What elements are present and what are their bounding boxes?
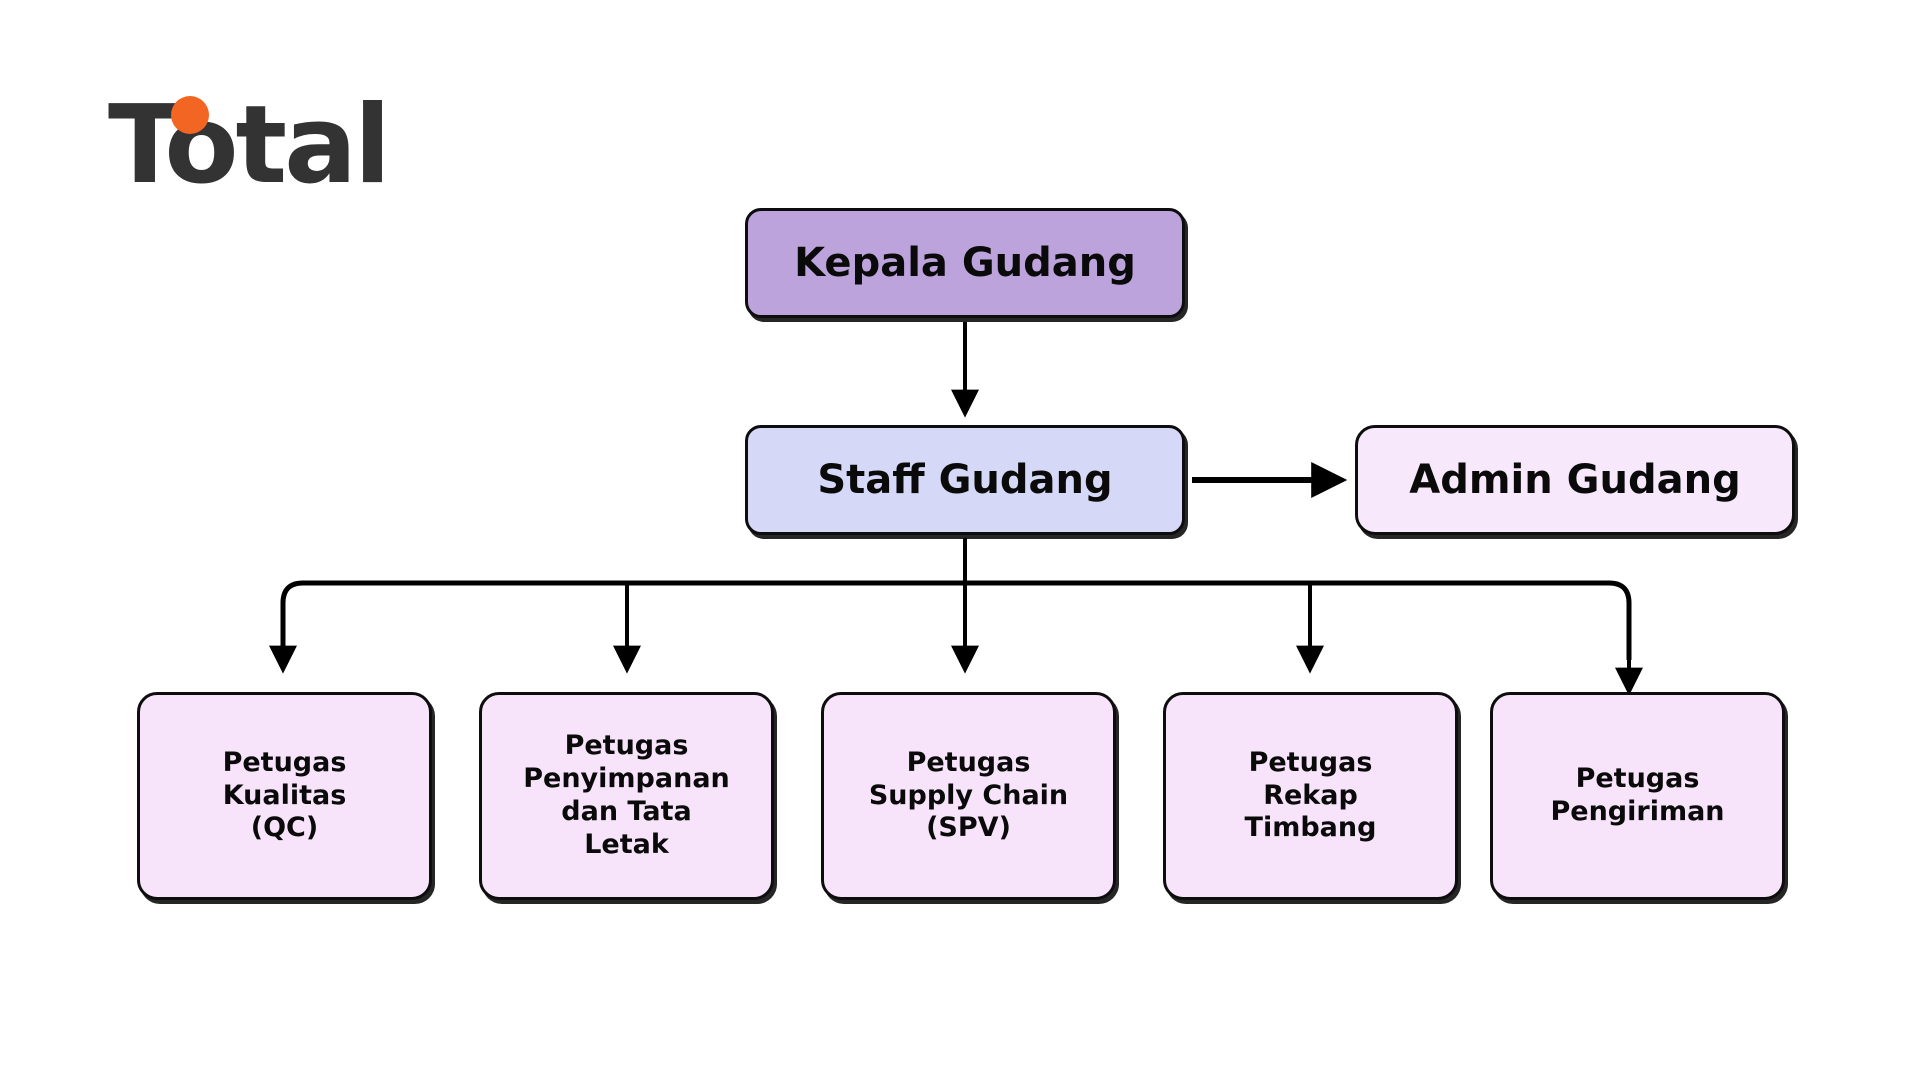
node-staff-gudang[interactable]: Staff Gudang xyxy=(745,425,1185,535)
node-petugas-kualitas-label: Petugas Kualitas (QC) xyxy=(222,746,347,844)
logo-wordmark: Total xyxy=(108,83,391,208)
edge-bus xyxy=(280,580,1632,660)
node-petugas-penyimpanan-label: Petugas Penyimpanan dan Tata Letak xyxy=(523,730,730,860)
node-kepala-gudang-label: Kepala Gudang xyxy=(794,240,1136,286)
total-logo: Total xyxy=(108,92,448,202)
logo-dot-icon xyxy=(171,96,209,134)
node-staff-gudang-label: Staff Gudang xyxy=(817,457,1113,503)
node-petugas-rekap-timbang[interactable]: Petugas Rekap Timbang xyxy=(1163,692,1458,900)
node-kepala-gudang[interactable]: Kepala Gudang xyxy=(745,208,1185,318)
node-petugas-supply-chain-label: Petugas Supply Chain (SPV) xyxy=(868,746,1069,844)
node-petugas-penyimpanan[interactable]: Petugas Penyimpanan dan Tata Letak xyxy=(479,692,774,900)
node-admin-gudang-label: Admin Gudang xyxy=(1409,457,1741,503)
node-admin-gudang[interactable]: Admin Gudang xyxy=(1355,425,1795,535)
node-petugas-supply-chain[interactable]: Petugas Supply Chain (SPV) xyxy=(821,692,1116,900)
node-petugas-rekap-timbang-label: Petugas Rekap Timbang xyxy=(1244,746,1377,844)
node-petugas-kualitas[interactable]: Petugas Kualitas (QC) xyxy=(137,692,432,900)
node-petugas-pengiriman-label: Petugas Pengiriman xyxy=(1550,763,1725,827)
node-petugas-pengiriman[interactable]: Petugas Pengiriman xyxy=(1490,692,1785,900)
